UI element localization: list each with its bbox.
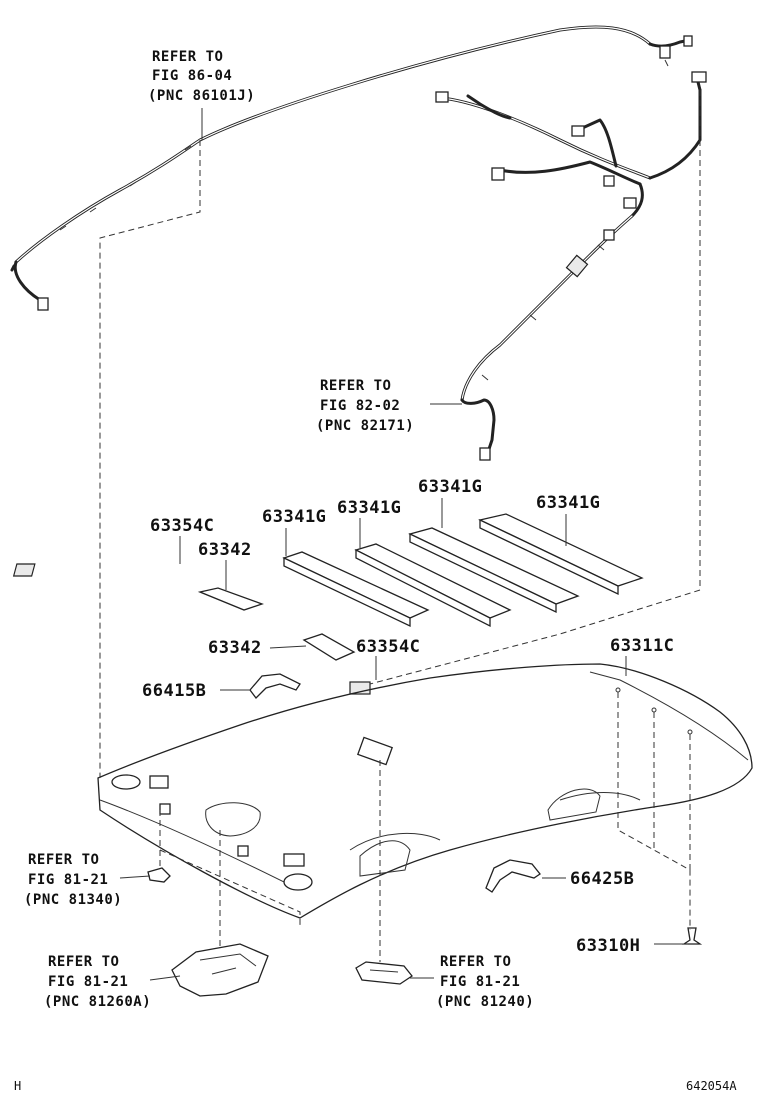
refer-note-82-line3: (PNC 82171) <box>316 418 414 434</box>
refer-note-86-line2: FIG 86-04 <box>152 68 232 84</box>
clip-63310h <box>681 927 703 945</box>
part-label-63310h: 63310H <box>576 936 640 956</box>
refer-note-86-line1: REFER TO <box>152 49 223 65</box>
part-label-63354c-b: 63354C <box>356 637 420 657</box>
center-wire-harness <box>435 71 707 461</box>
figure-code: 642054A <box>686 1079 737 1093</box>
refer-note-82-line2: FIG 82-02 <box>320 398 400 414</box>
part-label-66415b: 66415B <box>142 681 206 701</box>
map-lamp-81260a <box>171 943 269 997</box>
part-label-66425b: 66425B <box>570 869 634 889</box>
assist-grip-66415b <box>249 673 301 699</box>
refer-note-81340-line3: (PNC 81340) <box>24 892 122 908</box>
refer-note-81260a-line3: (PNC 81260A) <box>44 994 151 1010</box>
refer-note-81260a-line1: REFER TO <box>48 954 119 970</box>
part-label-63354c-a: 63354C <box>150 516 214 536</box>
part-label-63342-a: 63342 <box>198 540 252 560</box>
part-label-63341g-d: 63341G <box>536 493 600 513</box>
projection-lines <box>99 90 701 962</box>
footer-left-mark: H <box>14 1079 21 1093</box>
refer-note-86-line3: (PNC 86101J) <box>148 88 255 104</box>
room-lamp-81240 <box>355 961 413 985</box>
part-label-63342-b: 63342 <box>208 638 262 658</box>
roof-wire-harness <box>10 25 693 311</box>
pad-63354c-a <box>12 563 36 577</box>
pad-63342-a <box>197 587 264 611</box>
refer-note-81260a-line2: FIG 81-21 <box>48 974 128 990</box>
refer-note-81240-line1: REFER TO <box>440 954 511 970</box>
silencer-pads <box>12 513 644 695</box>
refer-note-82-line1: REFER TO <box>320 378 391 394</box>
roof-headlining-63311c <box>97 663 753 919</box>
refer-note-81340-line1: REFER TO <box>28 852 99 868</box>
part-label-63341g-a: 63341G <box>262 507 326 527</box>
leader-lines <box>119 108 688 981</box>
room-lamp-81340 <box>147 867 171 883</box>
refer-note-81240-line2: FIG 81-21 <box>440 974 520 990</box>
part-label-63341g-c: 63341G <box>418 477 482 497</box>
part-label-63311c: 63311C <box>610 636 674 656</box>
part-label-63341g-b: 63341G <box>337 498 401 518</box>
refer-note-81240-line3: (PNC 81240) <box>436 994 534 1010</box>
assist-grip-66425b <box>485 859 541 893</box>
pad-63342-b <box>302 633 356 661</box>
refer-note-81340-line2: FIG 81-21 <box>28 872 108 888</box>
